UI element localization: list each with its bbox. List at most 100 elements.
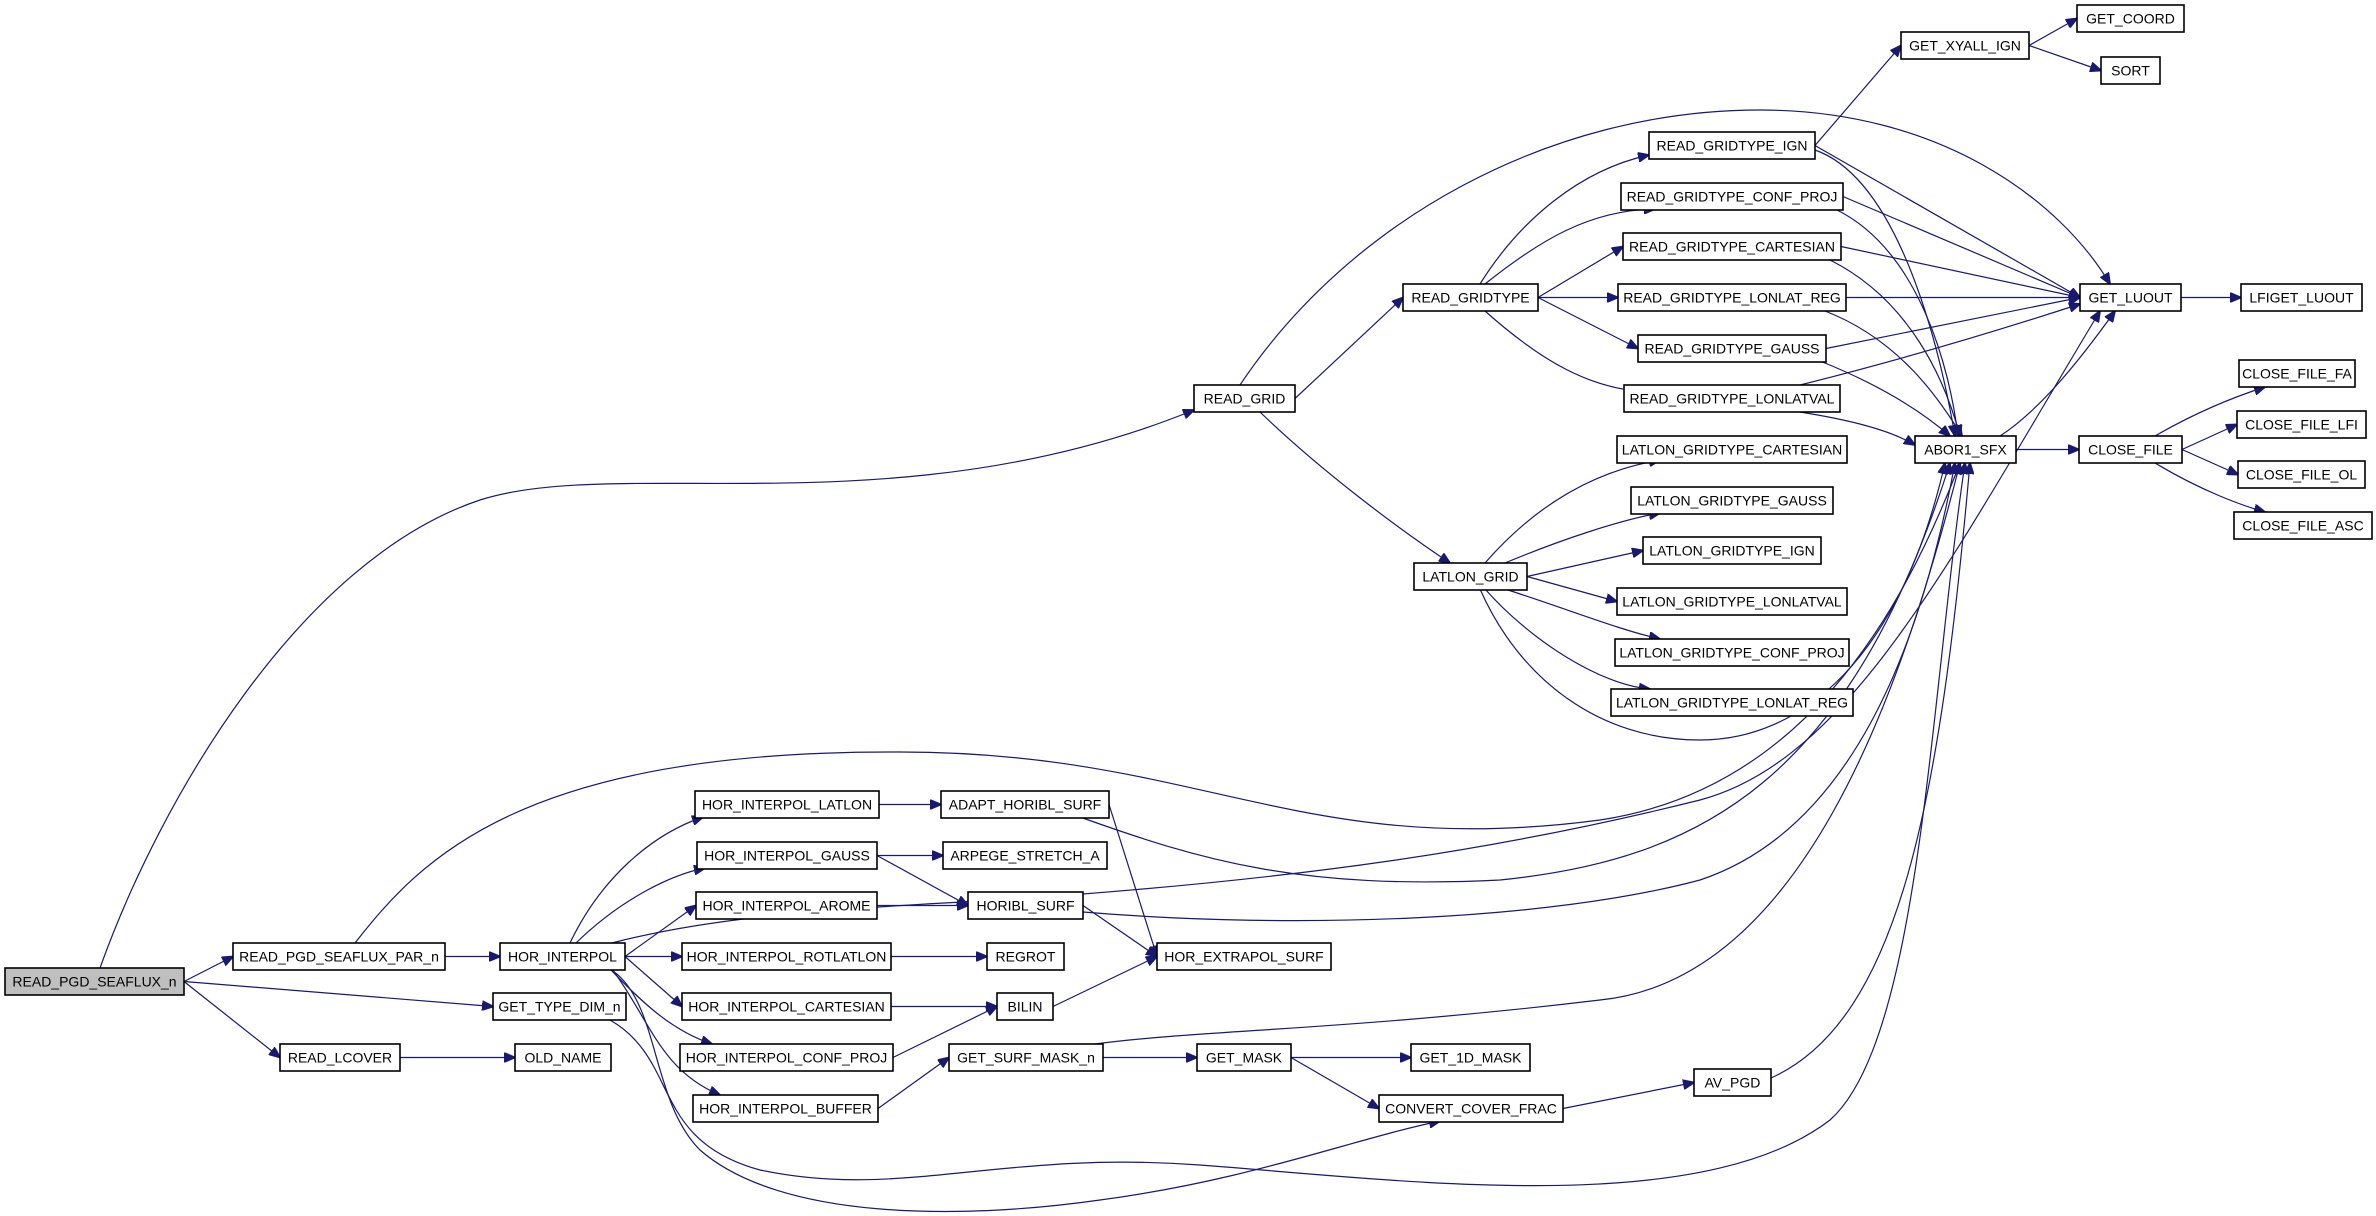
node-box [948,1043,1104,1072]
node-box [499,942,626,971]
node-get-surf-mask-n[interactable]: GET_SURF_MASK_n [948,1043,1104,1072]
node-read-gridtype-lonlatval[interactable]: READ_GRIDTYPE_LONLATVAL [1623,384,1841,413]
edge-hor-interpol-to-hor-interpol-latlon [569,817,703,944]
node-hor-interpol-arome[interactable]: HOR_INTERPOL_AROME [695,891,878,920]
edge-latlon-grid-to-latlon-gridtype-conf-proj [1504,588,1660,639]
node-hor-extrapol-surf[interactable]: HOR_EXTRAPOL_SURF [1156,942,1332,971]
node-old-name[interactable]: OLD_NAME [514,1043,612,1072]
node-close-file-ol[interactable]: CLOSE_FILE_OL [2237,460,2366,489]
node-box [2237,460,2366,489]
node-read-gridtype-gauss[interactable]: READ_GRIDTYPE_GAUSS [1637,334,1827,363]
node-label: LATLON_GRID [1422,569,1518,585]
node-read-grid[interactable]: READ_GRID [1193,384,1296,413]
edge-read-pgd-seaflux-n-to-read-grid [99,410,1194,969]
edge-read-gridtype-lonlatval-to-get-luout [1799,304,2080,386]
edge-adapt-horibl-surf-to-hor-extrapol-surf [1108,804,1157,957]
node-latlon-gridtype-cartesian[interactable]: LATLON_GRIDTYPE_CARTESIAN [1616,435,1848,464]
node-label: READ_PGD_SEAFLUX_n [12,974,176,990]
node-get-xyall-ign[interactable]: GET_XYALL_IGN [1900,31,2030,60]
node-box [279,1043,401,1072]
node-label: READ_GRIDTYPE [1411,290,1529,306]
node-lfiget-luout[interactable]: LFIGET_LUOUT [2240,283,2363,312]
node-latlon-gridtype-lonlat-reg[interactable]: LATLON_GRIDTYPE_LONLAT_REG [1610,688,1854,717]
edge-read-gridtype-ign-to-get-luout [1814,144,2080,298]
node-close-file-lfi[interactable]: CLOSE_FILE_LFI [2236,410,2367,439]
node-box [2076,4,2185,33]
node-box [695,891,878,920]
node-read-gridtype-cartesian[interactable]: READ_GRIDTYPE_CARTESIAN [1622,232,1842,261]
node-label: LFIGET_LUOUT [2249,290,2354,306]
edge-latlon-grid-to-latlon-gridtype-gauss [1504,513,1660,564]
node-hor-interpol-gauss[interactable]: HOR_INTERPOL_GAUSS [696,841,878,870]
node-hor-interpol-latlon[interactable]: HOR_INTERPOL_LATLON [694,790,880,819]
edge-get-xyall-ign-to-sort [2028,44,2101,71]
node-regrot[interactable]: REGROT [986,942,1065,971]
node-close-file[interactable]: CLOSE_FILE [2078,435,2183,464]
node-box [2100,56,2161,85]
node-latlon-gridtype-conf-proj[interactable]: LATLON_GRIDTYPE_CONF_PROJ [1614,638,1850,667]
edge-read-gridtype-conf-proj-to-abor1-sfx [1834,208,1958,436]
node-get-coord[interactable]: GET_COORD [2076,4,2185,33]
node-get-mask[interactable]: GET_MASK [1196,1043,1292,1072]
node-abor1-sfx[interactable]: ABOR1_SFX [1914,435,2017,464]
node-arpege-stretch-a[interactable]: ARPEGE_STRETCH_A [942,841,1108,870]
node-box [1617,283,1847,312]
edge-read-gridtype-gauss-to-abor1-sfx [1819,360,1950,436]
node-box [1196,1043,1292,1072]
edge-read-gridtype-cartesian-to-abor1-sfx [1829,259,1960,436]
node-box [996,992,1054,1021]
node-hor-interpol-buffer[interactable]: HOR_INTERPOL_BUFFER [692,1094,879,1123]
node-close-file-fa[interactable]: CLOSE_FILE_FA [2238,359,2356,388]
node-box [1648,131,1816,160]
node-latlon-gridtype-gauss[interactable]: LATLON_GRIDTYPE_GAUSS [1630,486,1834,515]
node-latlon-gridtype-lonlatval[interactable]: LATLON_GRIDTYPE_LONLATVAL [1616,587,1848,616]
node-label: GET_COORD [2086,11,2175,27]
node-label: OLD_NAME [524,1050,601,1066]
node-hor-interpol-conf-proj[interactable]: HOR_INTERPOL_CONF_PROJ [679,1043,894,1072]
edge-close-file-to-close-file-fa [2154,387,2265,437]
node-hor-interpol-cartesian[interactable]: HOR_INTERPOL_CARTESIAN [681,992,892,1021]
node-latlon-gridtype-ign[interactable]: LATLON_GRIDTYPE_IGN [1642,536,1822,565]
node-label: ADAPT_HORIBL_SURF [949,797,1101,813]
node-label: AV_PGD [1705,1075,1761,1091]
node-get-luout[interactable]: GET_LUOUT [2079,283,2182,312]
node-av-pgd[interactable]: AV_PGD [1693,1068,1772,1097]
node-get-type-dim-n[interactable]: GET_TYPE_DIM_n [492,992,627,1021]
edge-read-grid-to-latlon-grid [1259,411,1450,563]
node-box [940,790,1110,819]
node-label: HOR_INTERPOL_CONF_PROJ [686,1050,887,1066]
node-get-1d-mask[interactable]: GET_1D_MASK [1410,1043,1531,1072]
node-label: GET_1D_MASK [1420,1050,1523,1066]
node-convert-cover-frac[interactable]: CONVERT_COVER_FRAC [1378,1094,1564,1123]
node-read-gridtype-conf-proj[interactable]: READ_GRIDTYPE_CONF_PROJ [1620,182,1844,211]
node-adapt-horibl-surf[interactable]: ADAPT_HORIBL_SURF [940,790,1110,819]
edge-hor-interpol-to-hor-interpol-arome [624,906,696,957]
node-box [1622,232,1842,261]
node-hor-interpol[interactable]: HOR_INTERPOL [499,942,626,971]
edge-read-grid-to-get-luout [1239,109,2110,386]
node-box [1642,536,1822,565]
node-read-gridtype-lonlat-reg[interactable]: READ_GRIDTYPE_LONLAT_REG [1617,283,1847,312]
node-box [492,992,627,1021]
edge-hor-interpol-gauss-to-horibl-surf [876,854,968,906]
node-read-gridtype-ign[interactable]: READ_GRIDTYPE_IGN [1648,131,1816,160]
node-read-lcover[interactable]: READ_LCOVER [279,1043,401,1072]
edge-get-type-dim-n-to-abor1-sfx [609,463,1965,1187]
node-label: HOR_INTERPOL_LATLON [702,797,872,813]
node-label: READ_GRIDTYPE_IGN [1657,138,1808,154]
edge-read-grid-to-read-gridtype [1294,298,1403,399]
node-read-pgd-seaflux-n[interactable]: READ_PGD_SEAFLUX_n [4,967,185,996]
node-read-gridtype[interactable]: READ_GRIDTYPE [1402,283,1539,312]
node-label: HORIBL_SURF [976,898,1074,914]
node-latlon-grid[interactable]: LATLON_GRID [1413,562,1528,591]
node-horibl-surf[interactable]: HORIBL_SURF [967,891,1084,920]
node-bilin[interactable]: BILIN [996,992,1054,1021]
edge-av-pgd-to-abor1-sfx [1770,463,1970,1079]
node-read-pgd-seaflux-par-n[interactable]: READ_PGD_SEAFLUX_PAR_n [232,942,446,971]
node-hor-interpol-rotlatlon[interactable]: HOR_INTERPOL_ROTLATLON [681,942,892,971]
edge-close-file-to-close-file-ol [2181,448,2238,475]
node-box [681,942,892,971]
node-close-file-asc[interactable]: CLOSE_FILE_ASC [2233,511,2373,540]
node-sort[interactable]: SORT [2100,56,2161,85]
